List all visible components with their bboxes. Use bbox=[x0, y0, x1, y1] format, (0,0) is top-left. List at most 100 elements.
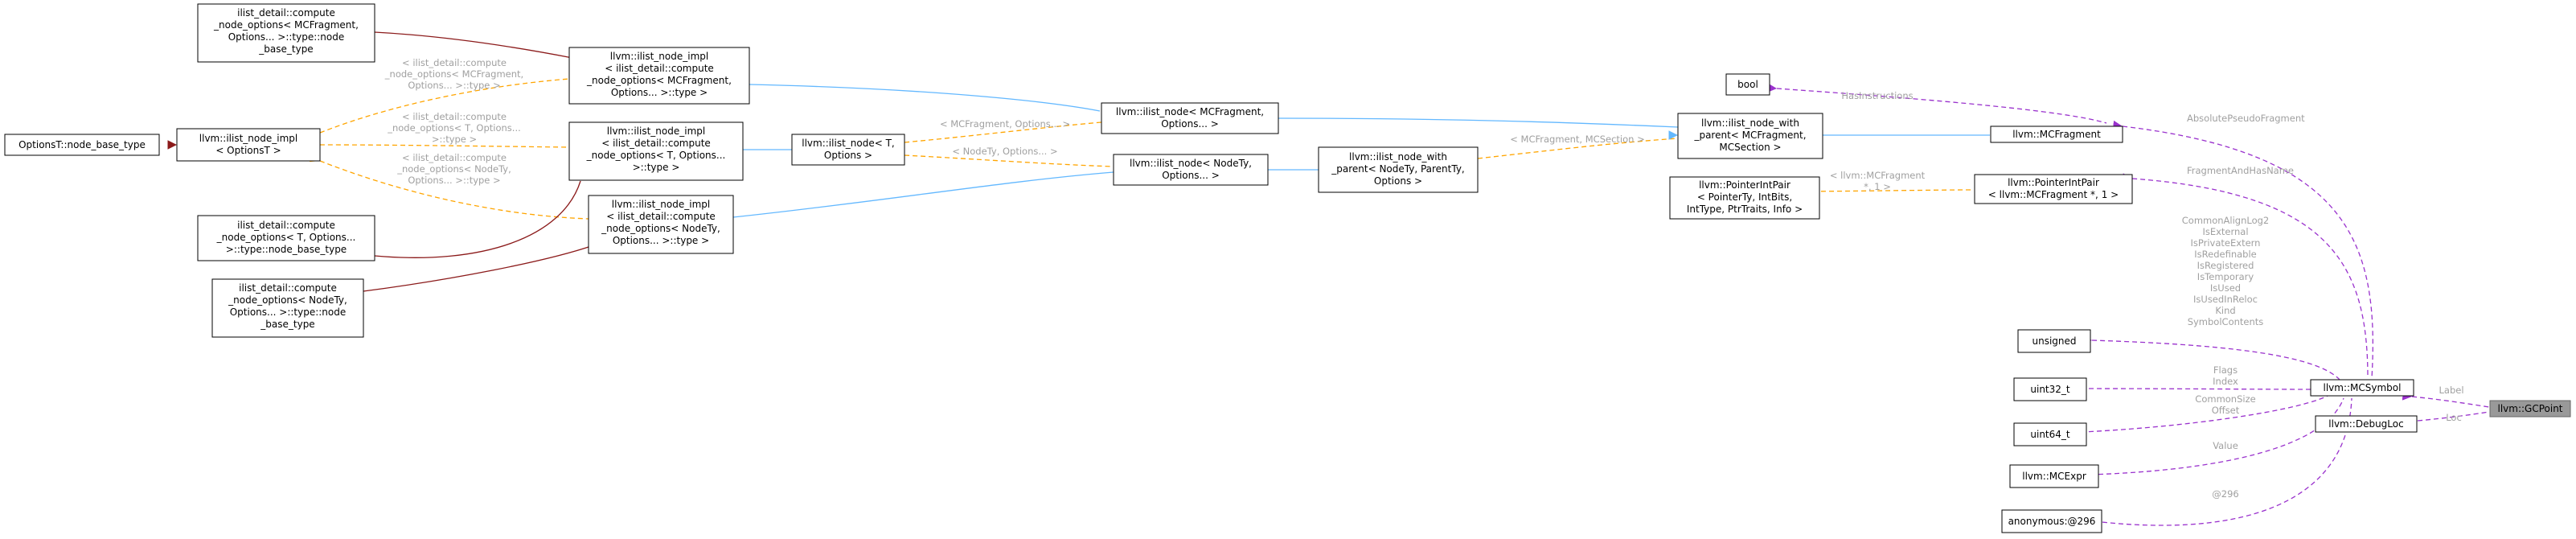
edge-label-symbol-field: IsRegistered bbox=[2197, 260, 2254, 271]
node-ilist-with-parent-generic[interactable]: llvm::ilist_node_with _parent< NodeTy, P… bbox=[1318, 146, 1479, 193]
node-uint32-label: uint32_t bbox=[2030, 384, 2070, 395]
node-base-t[interactable]: ilist_detail::compute _node_options< T, … bbox=[197, 215, 375, 261]
node-label-line: Options... >::type > bbox=[611, 87, 708, 98]
node-impl-mcfragment[interactable]: llvm::ilist_node_impl < ilist_detail::co… bbox=[568, 47, 750, 105]
edge-label-impl-mc-template: < ilist_detail::compute bbox=[402, 57, 507, 68]
node-base-mcfragment[interactable]: ilist_detail::compute _node_options< MCF… bbox=[197, 3, 375, 63]
node-label-line: _parent< NodeTy, ParentTy, bbox=[1331, 163, 1465, 175]
node-label-line: _parent< MCFragment, bbox=[1693, 130, 1806, 141]
edge-loc bbox=[2407, 411, 2490, 426]
edge-label-index: Index bbox=[2213, 376, 2238, 387]
edge-label-symbol-field: IsExternal bbox=[2202, 226, 2248, 237]
edge-ilist-nodety-template bbox=[895, 150, 1114, 167]
node-debugloc-label: llvm::DebugLoc bbox=[2328, 418, 2403, 430]
node-ilist-with-parent-mcfragment[interactable]: llvm::ilist_node_with _parent< MCFragmen… bbox=[1677, 113, 1823, 159]
node-pointerintpair-generic[interactable]: llvm::PointerIntPair < PointerTy, IntBit… bbox=[1669, 176, 1820, 220]
node-label-line: llvm::ilist_node_impl bbox=[610, 51, 708, 62]
node-label-line: llvm::ilist_node_impl bbox=[607, 125, 705, 137]
node-label-line: llvm::ilist_node< MCFragment, bbox=[1116, 106, 1264, 117]
edge-impl-mc-base bbox=[365, 27, 573, 59]
edge-label-ilist-nodety-template: < NodeTy, Options... > bbox=[952, 146, 1057, 157]
node-mcexpr-label: llvm::MCExpr bbox=[2022, 471, 2086, 482]
edge-label-symbol-field: IsTemporary bbox=[2197, 271, 2254, 282]
node-label-line: < ilist_detail::compute bbox=[606, 211, 716, 222]
node-label-line: llvm::ilist_node_with bbox=[1701, 117, 1799, 129]
node-label-line: ilist_detail::compute bbox=[237, 220, 335, 231]
edge-label-symbol-field: SymbolContents bbox=[2188, 316, 2264, 327]
edge-ilist-mc-inherits-impl-mc bbox=[740, 79, 1101, 112]
edge-ilist-nodety-inherits-impl-nodety bbox=[723, 171, 1114, 224]
edge-label-common-size: CommonSize bbox=[2195, 393, 2255, 405]
node-gcpoint-label: llvm::GCPoint bbox=[2497, 403, 2562, 414]
edge-label-impl-mc-template: _node_options< MCFragment, bbox=[384, 68, 523, 80]
node-impl-t[interactable]: llvm::ilist_node_impl < ilist_detail::co… bbox=[568, 121, 744, 181]
edge-label-pip-template: < llvm::MCFragment bbox=[1830, 170, 1926, 181]
edge-symbol-flags bbox=[2082, 335, 2340, 381]
edge-label-symbol-field: Kind bbox=[2215, 305, 2235, 316]
edge-label-anon: @296 bbox=[2212, 488, 2238, 500]
node-optionst-node-base-type[interactable]: OptionsT::node_base_type bbox=[4, 134, 160, 156]
node-label-line: < llvm::MCFragment *, 1 > bbox=[1988, 189, 2119, 200]
node-gcpoint[interactable]: llvm::GCPoint bbox=[2489, 400, 2571, 418]
node-base-nodety[interactable]: ilist_detail::compute _node_options< Nod… bbox=[211, 278, 364, 338]
edge-label-ilist-mc-template: < MCFragment, Options... > bbox=[940, 118, 1070, 130]
node-ilist-node-nodety[interactable]: llvm::ilist_node< NodeTy, Options... > bbox=[1113, 154, 1269, 186]
edge-label-label: Label bbox=[2439, 385, 2463, 396]
edge-uint64 bbox=[2055, 395, 2328, 438]
edge-absolute-pseudo-fragment bbox=[2112, 120, 2373, 379]
node-label-line: llvm::ilist_node_impl bbox=[199, 133, 297, 144]
node-label-line: _base_type bbox=[258, 43, 313, 55]
node-label-line: Options > bbox=[1374, 175, 1422, 187]
node-uint64[interactable]: uint64_t bbox=[2013, 422, 2087, 446]
node-debugloc[interactable]: llvm::DebugLoc bbox=[2315, 415, 2418, 433]
edge-has-instructions bbox=[1766, 83, 2107, 124]
node-label-line: Options... >::type::node bbox=[228, 31, 345, 43]
edge-impl-mc-template bbox=[309, 78, 570, 141]
node-label-line: llvm::PointerIntPair bbox=[1699, 179, 1790, 191]
edge-label-value: Value bbox=[2213, 440, 2238, 451]
edge-label-flags: Flags bbox=[2213, 364, 2238, 376]
edge-label-impl-t-template: _node_options< T, Options... bbox=[387, 122, 521, 134]
node-label-line: ilist_detail::compute bbox=[239, 282, 337, 294]
node-impl-nodety[interactable]: llvm::ilist_node_impl < ilist_detail::co… bbox=[588, 195, 734, 254]
node-mcfragment[interactable]: llvm::MCFragment bbox=[1990, 125, 2123, 143]
edge-label-impl-t-template: >::type > bbox=[432, 134, 477, 145]
node-label-line: < ilist_detail::compute bbox=[605, 63, 714, 74]
edge-label-symbol-field: CommonAlignLog2 bbox=[2182, 215, 2270, 226]
node-label-line: llvm::ilist_node_with bbox=[1349, 151, 1447, 163]
node-impl-optionst[interactable]: llvm::ilist_node_impl < OptionsT > bbox=[176, 128, 321, 162]
edge-with-parent-mc-inherits-ilist-mc bbox=[1269, 113, 1679, 128]
edge-label-loc: Loc bbox=[2446, 412, 2462, 423]
edge-label-pip-template: *, 1 > bbox=[1864, 181, 1891, 192]
node-unsigned[interactable]: unsigned bbox=[2017, 329, 2091, 353]
node-label-line: llvm::ilist_node< NodeTy, bbox=[1130, 158, 1252, 169]
node-label-line: IntType, PtrTraits, Info > bbox=[1687, 204, 1803, 215]
edge-impl-nodety-template bbox=[309, 153, 589, 220]
node-label-line: < PointerTy, IntBits, bbox=[1697, 191, 1792, 203]
node-anonymous-296[interactable]: anonymous:@296 bbox=[2001, 509, 2102, 533]
edge-impl-t-template bbox=[310, 140, 570, 150]
edge-fragment-and-has-name bbox=[2122, 173, 2369, 379]
edge-impl-nodety-base bbox=[353, 245, 594, 298]
node-mcsymbol[interactable]: llvm::MCSymbol bbox=[2310, 379, 2414, 397]
node-label-line: _node_options< T, Options... bbox=[216, 232, 356, 243]
node-pointerintpair-mcfragment[interactable]: llvm::PointerIntPair < llvm::MCFragment … bbox=[1974, 174, 2133, 204]
node-mcfragment-label: llvm::MCFragment bbox=[2012, 129, 2101, 140]
node-bool-label: bool bbox=[1737, 79, 1758, 90]
node-ilist-node-t[interactable]: llvm::ilist_node< T, Options > bbox=[791, 134, 905, 166]
node-bool[interactable]: bool bbox=[1725, 73, 1770, 96]
edge-label-symbol-field: IsPrivateExtern bbox=[2191, 237, 2261, 249]
node-label-line: _node_options< T, Options... bbox=[586, 150, 726, 161]
node-mcsymbol-label: llvm::MCSymbol bbox=[2324, 382, 2402, 393]
node-uint32[interactable]: uint32_t bbox=[2013, 377, 2087, 401]
edge-label-impl-mc-template: Options... >::type > bbox=[408, 80, 500, 91]
node-label-line: _node_options< NodeTy, bbox=[601, 223, 720, 234]
node-mcexpr[interactable]: llvm::MCExpr bbox=[2009, 464, 2099, 488]
node-ilist-node-mcfragment[interactable]: llvm::ilist_node< MCFragment, Options...… bbox=[1101, 102, 1279, 134]
edge-label-impl-nodety-template: < ilist_detail::compute bbox=[402, 152, 507, 163]
edge-label-impl-nodety-template: _node_options< NodeTy, bbox=[396, 163, 511, 175]
edge-ilist-mc-template bbox=[894, 121, 1102, 148]
node-label-line: < OptionsT > bbox=[215, 145, 281, 156]
edge-impl-t-base bbox=[364, 180, 581, 260]
edge-anon296 bbox=[2084, 397, 2352, 526]
